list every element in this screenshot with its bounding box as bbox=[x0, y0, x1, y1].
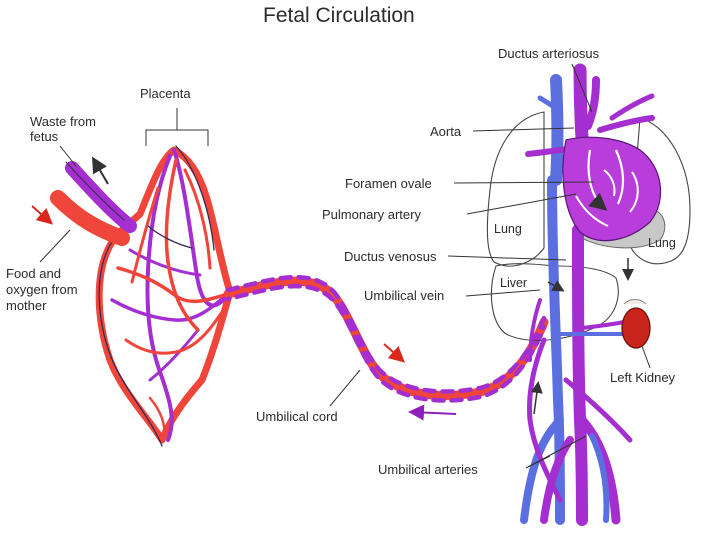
leader-umbilical-vein bbox=[465, 289, 541, 297]
label-foramen-ovale: Foramen ovale bbox=[345, 176, 432, 191]
arrow-cord-red bbox=[383, 343, 405, 363]
arrow-umbilical-artery bbox=[530, 381, 543, 415]
umbilical-cord bbox=[223, 274, 549, 403]
leader-ductus-venosus bbox=[447, 255, 567, 261]
label-food-line2: oxygen from bbox=[6, 282, 78, 297]
leader-aorta bbox=[472, 127, 575, 132]
label-ductus-venosus: Ductus venosus bbox=[344, 249, 437, 264]
leader-ductus-arteriosus bbox=[571, 63, 593, 113]
great-vessels bbox=[520, 63, 655, 526]
label-umbilical-arteries: Umbilical arteries bbox=[378, 462, 478, 477]
placenta bbox=[95, 145, 234, 447]
label-left-kidney: Left Kidney bbox=[610, 370, 676, 385]
adrenal-gland bbox=[623, 299, 647, 305]
label-placenta: Placenta bbox=[140, 86, 191, 101]
label-umbilical-vein: Umbilical vein bbox=[364, 288, 444, 303]
label-waste-line1: Waste from bbox=[30, 114, 96, 129]
arrow-ductus-venosus bbox=[547, 280, 565, 292]
label-umbilical-cord: Umbilical cord bbox=[256, 409, 338, 424]
label-food-line1: Food and bbox=[6, 266, 61, 281]
leader-waste bbox=[59, 145, 77, 167]
maternal-vessels bbox=[50, 161, 137, 246]
label-lung-left: Lung bbox=[494, 222, 522, 236]
label-pulmonary-artery: Pulmonary artery bbox=[322, 207, 421, 222]
leader-pulmonary-artery bbox=[466, 193, 577, 215]
leader-umbilical-cord bbox=[329, 369, 361, 407]
label-waste-line2: fetus bbox=[30, 129, 59, 144]
heart bbox=[562, 136, 662, 242]
label-food-line3: mother bbox=[6, 298, 47, 313]
left-kidney bbox=[621, 307, 651, 349]
arrow-food-in bbox=[31, 205, 53, 225]
label-lung-right: Lung bbox=[648, 236, 676, 250]
label-aorta: Aorta bbox=[430, 124, 462, 139]
left-lung bbox=[486, 111, 545, 267]
label-ductus-arteriosus: Ductus arteriosus bbox=[498, 46, 600, 61]
right-lung bbox=[629, 117, 691, 265]
leader-umbilical-arteries bbox=[525, 435, 587, 469]
leader-foramen-ovale bbox=[453, 181, 595, 184]
arrow-waste-out bbox=[91, 156, 109, 185]
placenta-bracket bbox=[145, 108, 209, 146]
leader-food bbox=[39, 229, 71, 263]
arrow-cord-purple bbox=[408, 404, 457, 421]
leader-left-kidney bbox=[641, 345, 651, 369]
label-liver: Liver bbox=[500, 276, 527, 290]
diagram-title: Fetal Circulation bbox=[263, 4, 415, 27]
